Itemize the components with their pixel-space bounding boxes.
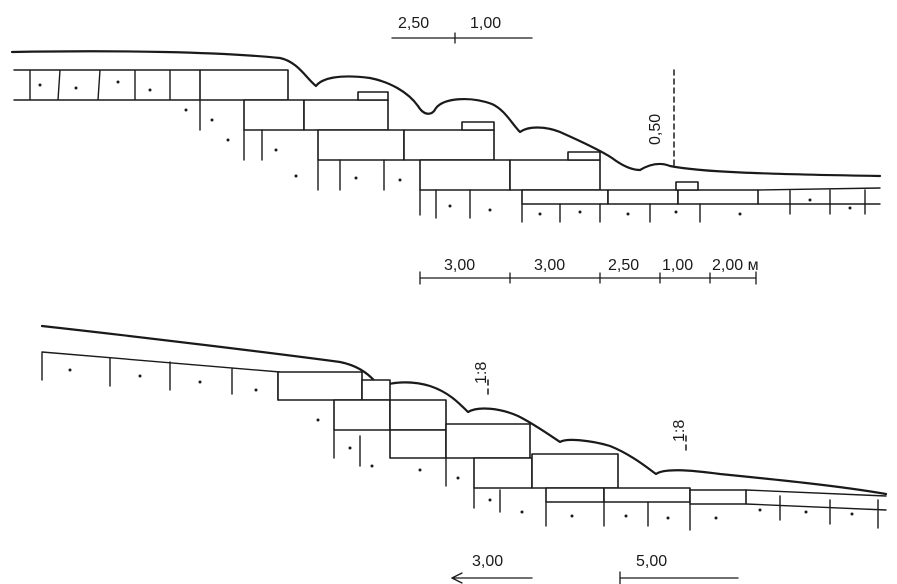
top-block-3 <box>303 99 389 131</box>
top-dimension-upper: 2,50 1,00 <box>391 15 533 44</box>
bottom-block-11 <box>689 489 747 505</box>
top-foundation-joints <box>199 99 881 223</box>
bottom-block-6 <box>445 423 531 459</box>
bottom-foundation-joints <box>333 429 887 531</box>
bottom-block-3 <box>333 399 391 431</box>
bottom-dim-label-1: 3,00 <box>472 553 503 570</box>
top-dim-label-1: 2,50 <box>398 15 429 32</box>
bottom-vertical-label-2: 1:8 <box>671 420 688 442</box>
bottom-block-2 <box>361 379 391 401</box>
bottom-block-9 <box>545 487 605 503</box>
top-vertical-dimension: 0,50 <box>647 69 675 169</box>
bottom-block-10 <box>603 487 691 503</box>
bottom-block-8 <box>531 453 619 489</box>
bottom-dim-label-2: 5,00 <box>636 553 667 570</box>
bottom-block-1 <box>277 371 363 401</box>
bottom-block-5 <box>389 429 447 459</box>
top-lip-4 <box>675 181 699 191</box>
top-block-6 <box>419 159 511 191</box>
top-block-5 <box>403 129 495 161</box>
bottom-section: 1:8 1:8 3,00 5,00 <box>40 324 888 584</box>
top-block-9 <box>607 189 679 205</box>
top-block-1 <box>199 69 289 101</box>
top-bottom-dim-3: 2,50 <box>608 257 639 274</box>
bottom-vertical-dimension-2: 1:8 <box>671 420 688 455</box>
bottom-vertical-dimension-1: 1:8 <box>473 362 490 397</box>
top-water-surface <box>10 50 882 178</box>
top-rubble-specks <box>38 80 852 216</box>
top-block-7 <box>509 159 601 191</box>
top-bottom-dim-1: 3,00 <box>444 257 475 274</box>
top-lip-2 <box>461 121 495 131</box>
bottom-water-surface <box>40 324 888 496</box>
top-lip-3 <box>567 151 601 161</box>
bottom-block-7 <box>473 457 533 489</box>
top-block-10 <box>677 189 759 205</box>
top-vertical-label: 0,50 <box>647 114 664 145</box>
top-bottom-dim-2: 3,00 <box>534 257 565 274</box>
top-bottom-dim-4: 1,00 <box>662 257 693 274</box>
bottom-vertical-label-1: 1:8 <box>473 362 490 384</box>
top-bottom-dim-5: 2,00 м <box>712 257 759 274</box>
bottom-block-4 <box>389 399 447 431</box>
bottom-rubble-specks <box>68 368 854 520</box>
top-block-4 <box>317 129 405 161</box>
top-block-2 <box>243 99 305 131</box>
bottom-ground-left <box>41 351 281 401</box>
top-ground-left <box>13 69 201 101</box>
top-lip-1 <box>357 91 389 101</box>
top-dimension-lower: 3,00 3,00 2,50 1,00 2,00 м <box>419 257 759 285</box>
bottom-dimension-lower: 3,00 5,00 <box>451 553 739 584</box>
top-section: 2,50 1,00 0,50 3,00 3,00 2,50 1,00 2,00 … <box>10 15 882 285</box>
top-block-8 <box>521 189 609 205</box>
top-dim-label-2: 1,00 <box>470 15 501 32</box>
